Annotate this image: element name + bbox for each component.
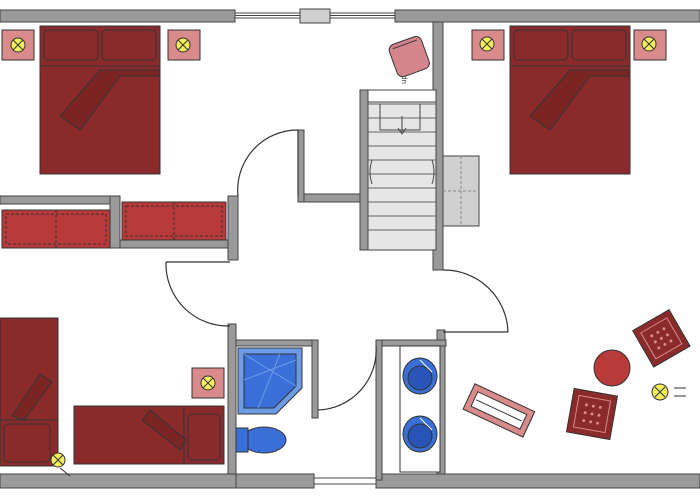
- window-bottom: [314, 477, 376, 485]
- toilet-icon: [235, 426, 287, 454]
- wall-left-mid-2: [109, 195, 121, 249]
- staircase-icon: [367, 89, 437, 251]
- nightstand-icon: [471, 29, 505, 61]
- floor-lamp: [50, 452, 71, 477]
- wall-bottom-mid: [235, 473, 315, 489]
- wall-top-right: [394, 9, 700, 23]
- wall-bottom-right: [375, 473, 700, 489]
- nightstand-icon: [167, 29, 201, 61]
- sink-icon: [402, 415, 438, 453]
- wall-corner-small: [297, 129, 305, 203]
- wall-bath-right: [311, 339, 319, 419]
- nightstand-icon: [191, 367, 225, 399]
- double-bed-icon: [39, 25, 161, 175]
- door-swing-bath: [317, 345, 377, 411]
- stair-label: up: [400, 75, 408, 84]
- coffee-table-icon: [462, 383, 536, 438]
- door-swing-right: [442, 269, 509, 333]
- armchair-icon: [631, 308, 691, 368]
- door-swing-left: [165, 261, 231, 327]
- wall-bath-top: [235, 339, 317, 347]
- window-frame-left: [299, 8, 331, 24]
- sink-icon: [402, 357, 438, 395]
- shower-icon: [237, 347, 303, 415]
- doors: [165, 129, 509, 411]
- wall-bottom-left: [0, 473, 237, 489]
- nightstand-icon: [1, 29, 35, 61]
- wall-left-mid-3: [119, 239, 229, 249]
- wall-vanity-left: [375, 339, 383, 481]
- wall-stair-top: [359, 89, 369, 251]
- double-bed-icon: [509, 25, 631, 175]
- wall-center-left-lower: [227, 323, 237, 475]
- wall-stair-horiz: [299, 193, 361, 203]
- vanity: [399, 345, 441, 473]
- door-swing-bedroom-topleft: [237, 129, 299, 197]
- floor-lamp: [651, 383, 686, 401]
- single-bed-icon: [73, 405, 225, 465]
- wall-top-left: [0, 9, 236, 23]
- single-bed-icon: [0, 317, 59, 467]
- wall-vanity-top: [375, 339, 447, 347]
- armchair-icon: [388, 35, 430, 78]
- walls: [0, 8, 700, 489]
- round-table-icon: [593, 349, 631, 387]
- wall-left-mid: [0, 195, 111, 205]
- wall-center-left-upper: [227, 195, 239, 261]
- cabinet: [442, 155, 480, 227]
- desk-icon: [1, 209, 111, 249]
- dresser-icon: [121, 201, 227, 241]
- nightstand-icon: [633, 29, 667, 61]
- armchair-icon: [565, 387, 619, 441]
